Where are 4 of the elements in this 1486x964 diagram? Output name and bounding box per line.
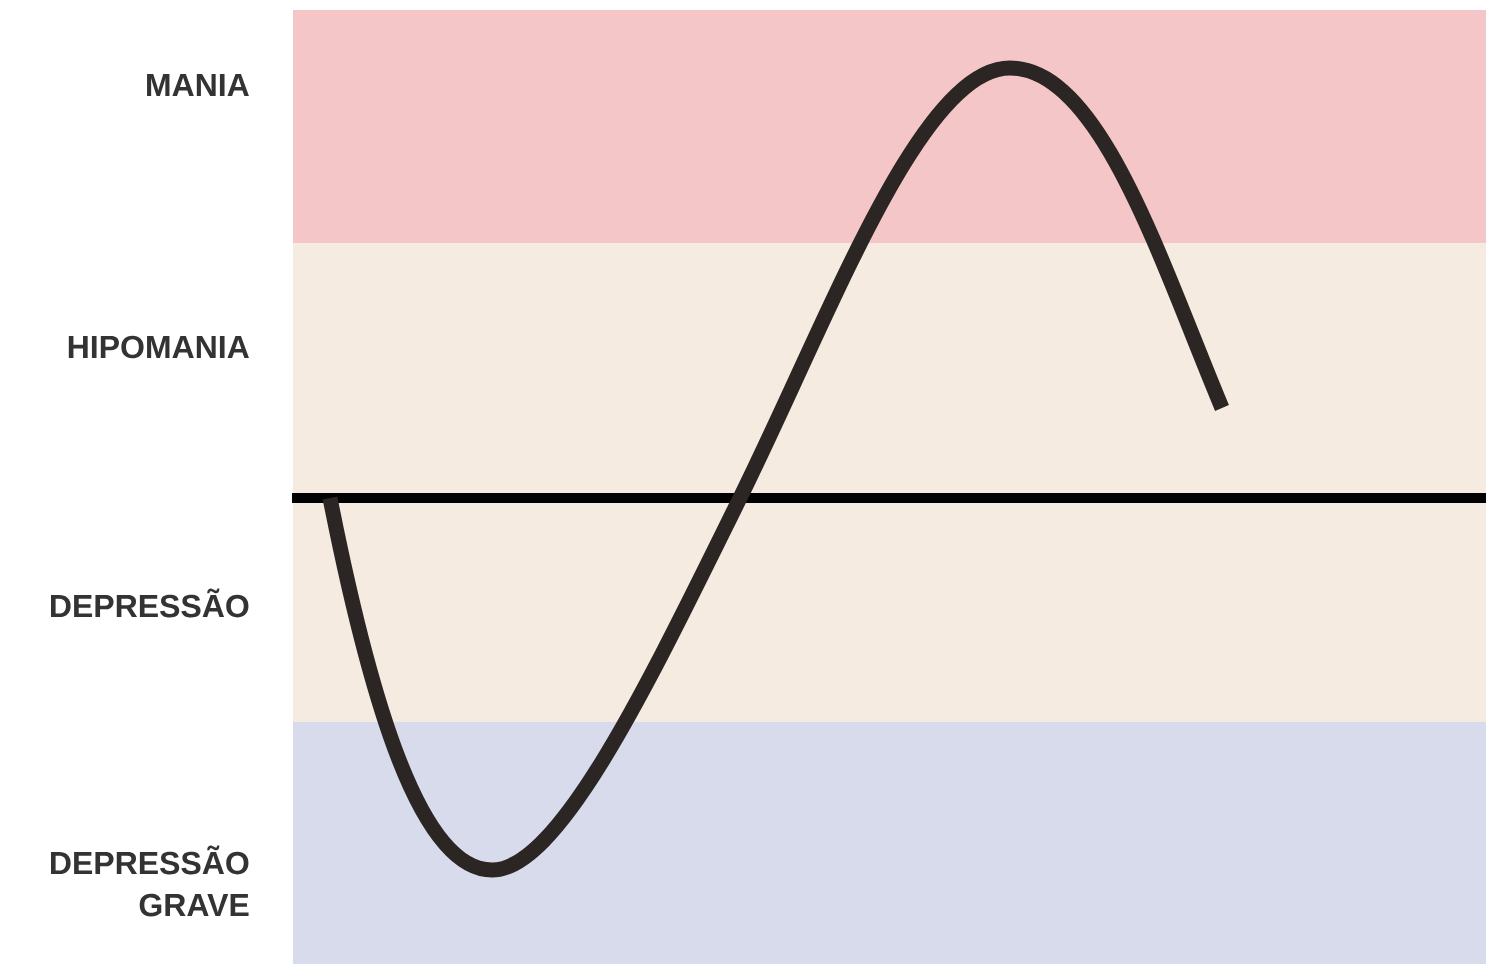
band-label: DEPRESSÃO <box>51 588 249 618</box>
band-label: MANIA <box>147 74 249 96</box>
band-label: HIPOMANIA <box>68 335 249 359</box>
band-label: DEPRESSÃO GRAVE <box>51 845 249 917</box>
